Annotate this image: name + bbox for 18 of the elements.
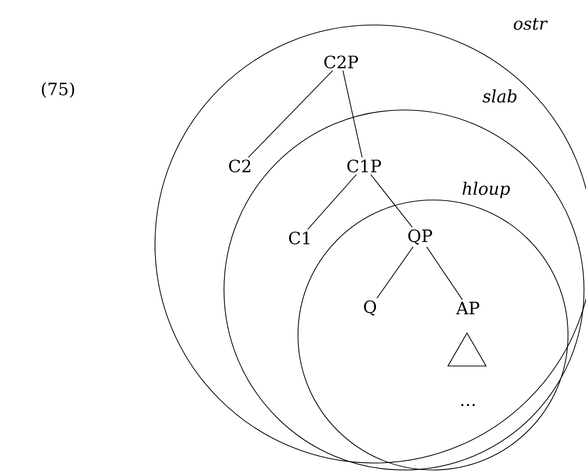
example-number: (75)	[42, 82, 74, 98]
branch-line	[342, 70, 362, 158]
branch-line	[426, 246, 463, 300]
tree-label: C1	[289, 232, 310, 244]
ellipsis: …	[461, 404, 475, 406]
branch-line	[376, 246, 414, 299]
circle-label: hloup	[462, 182, 510, 198]
branch-line	[370, 174, 413, 228]
circle-label: slab	[482, 89, 516, 103]
tree-label: AP	[456, 302, 480, 314]
tree-label: QP	[408, 229, 432, 245]
tree-label: Q	[364, 300, 376, 316]
circle-label: ostr	[514, 18, 548, 30]
branch-line	[248, 70, 334, 158]
tree-label: C2P	[324, 56, 358, 68]
tree-label: C1P	[347, 160, 382, 172]
tree-label: C2	[229, 160, 250, 172]
branch-line	[307, 174, 357, 230]
